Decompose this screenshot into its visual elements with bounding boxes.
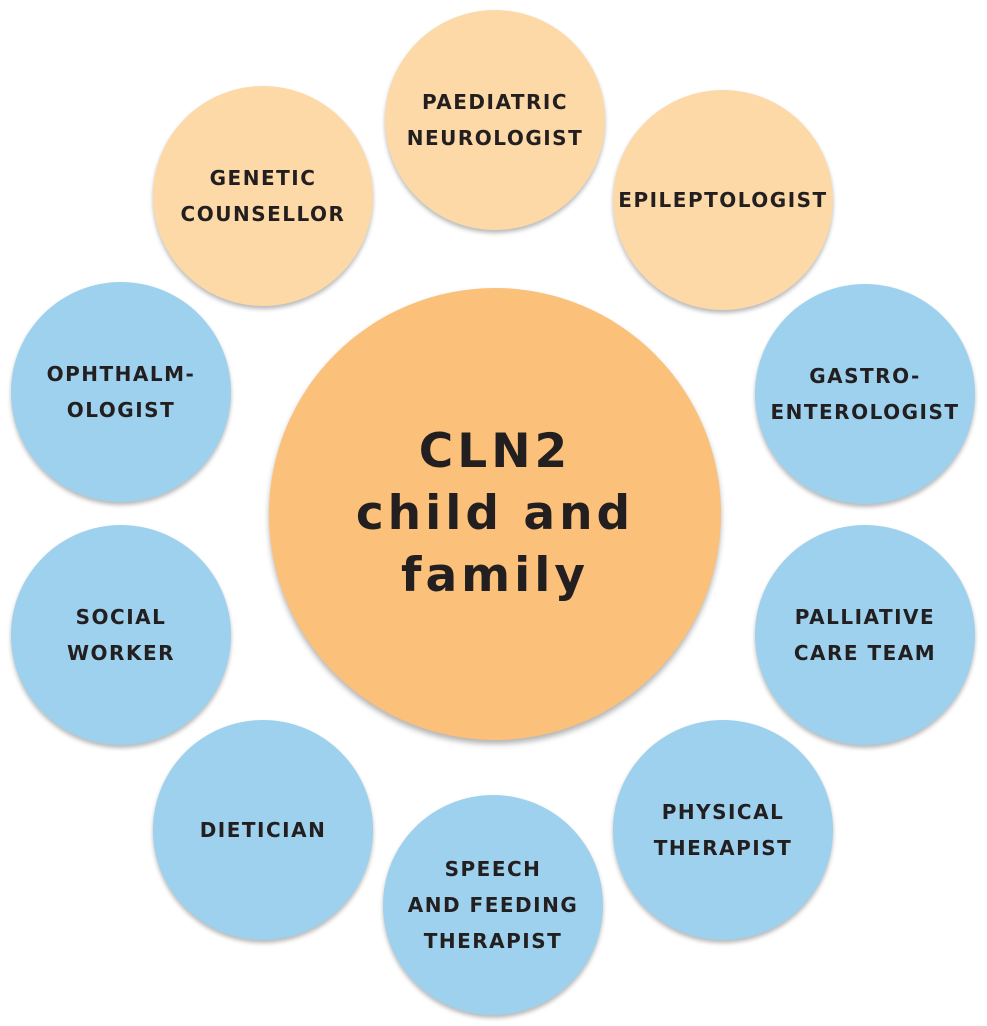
cln2-child-and-family-center-circle: CLN2 child and family: [269, 288, 721, 740]
dietician-label: DIETICIAN: [199, 818, 327, 842]
social-worker-label-line-2: WORKER: [66, 641, 176, 665]
paediatric-neurologist-label-line-2: NEUROLOGIST: [406, 126, 584, 150]
ophthalmologist-circle: OPHTHALM- OLOGIST: [11, 282, 231, 502]
ophthalmologist-label-line-1: OPHTHALM-: [46, 362, 196, 386]
gastroenterologist-label-line-1: GASTRO-: [809, 364, 921, 388]
epileptologist-circle: EPILEPTOLOGIST: [613, 90, 833, 310]
paediatric-neurologist-label-line-1: PAEDIATRIC: [421, 90, 569, 114]
ophthalmologist-label-line-2: OLOGIST: [66, 398, 176, 422]
genetic-counsellor-label-line-1: GENETIC: [209, 166, 317, 190]
center-label-line-2: child and: [355, 486, 635, 541]
paediatric-neurologist-circle: PAEDIATRIC NEUROLOGIST: [385, 10, 605, 230]
gastroenterologist-circle: GASTRO- ENTEROLOGIST: [755, 284, 975, 504]
palliative-care-team-circle: PALLIATIVE CARE TEAM: [755, 525, 975, 745]
center-label-line-1: CLN2: [418, 424, 572, 479]
epileptologist-label: EPILEPTOLOGIST: [618, 188, 828, 212]
speech-therapist-label-line-2: AND FEEDING: [407, 893, 579, 917]
physical-therapist-label-line-2: THERAPIST: [653, 836, 793, 860]
palliative-care-team-label-line-1: PALLIATIVE: [794, 605, 936, 629]
speech-therapist-label-line-1: SPEECH: [444, 857, 542, 881]
physical-therapist-label-line-1: PHYSICAL: [661, 800, 785, 824]
genetic-counsellor-circle: GENETIC COUNSELLOR: [153, 86, 373, 306]
palliative-care-team-label-line-2: CARE TEAM: [793, 641, 937, 665]
speech-therapist-label-line-3: THERAPIST: [423, 929, 563, 953]
social-worker-circle: SOCIAL WORKER: [11, 525, 231, 745]
gastroenterologist-label-line-2: ENTEROLOGIST: [770, 400, 960, 424]
dietician-circle: DIETICIAN: [153, 720, 373, 940]
genetic-counsellor-label-line-2: COUNSELLOR: [180, 202, 346, 226]
center-label-line-3: family: [401, 548, 589, 603]
physical-therapist-circle: PHYSICAL THERAPIST: [613, 720, 833, 940]
speech-and-feeding-therapist-circle: SPEECH AND FEEDING THERAPIST: [383, 795, 603, 1015]
social-worker-label-line-1: SOCIAL: [75, 605, 167, 629]
